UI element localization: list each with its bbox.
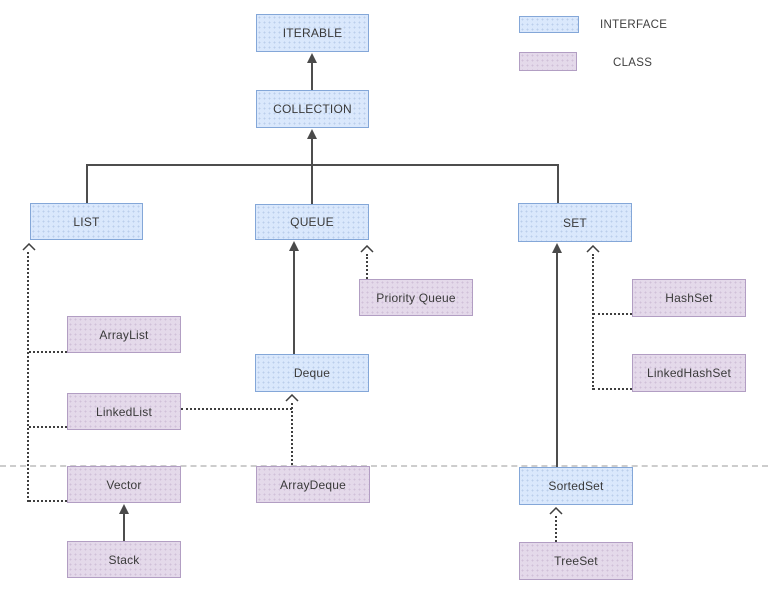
edge-stack-vector (123, 512, 125, 541)
arrowhead-deque-queue (289, 241, 299, 251)
node-deque: Deque (255, 354, 369, 392)
legend-interface-swatch (519, 16, 579, 33)
edge-set-trunk-dotted (592, 254, 594, 390)
open-arrowhead-set (586, 245, 600, 253)
legend-interface-label: INTERFACE (600, 19, 668, 31)
node-iterable: ITERABLE (256, 14, 369, 52)
edge-hashset-set-dotted (593, 313, 632, 315)
edge-list-drop (86, 164, 88, 203)
node-collection: COLLECTION (256, 90, 369, 128)
arrowhead-queue-collection (307, 129, 317, 139)
edge-tree-horizontal (87, 164, 558, 166)
arrowhead-stack-vector (119, 504, 129, 514)
open-arrowhead-deque (285, 394, 299, 402)
open-arrowhead-sortedset (549, 507, 563, 515)
edge-deque-queue (293, 249, 295, 354)
node-set: SET (518, 203, 632, 242)
page-divider-line (0, 465, 768, 467)
edge-linkedlist-list-dotted (29, 426, 67, 428)
node-hashset: HashSet (632, 279, 746, 317)
edge-linkedhashset-set-dotted (593, 388, 632, 390)
node-queue: QUEUE (255, 204, 369, 240)
edge-treeset-sortedset-dotted (555, 516, 557, 542)
node-arraylist: ArrayList (67, 316, 181, 353)
node-arraydeque: ArrayDeque (256, 466, 370, 503)
node-priorityqueue: Priority Queue (359, 279, 473, 316)
node-list: LIST (30, 203, 143, 240)
arrowhead-sortedset-set (552, 243, 562, 253)
edge-list-trunk-dotted (27, 252, 29, 502)
edge-priorityqueue-queue-dotted (366, 254, 368, 279)
node-treeset: TreeSet (519, 542, 633, 580)
edge-collection-iterable (311, 61, 313, 90)
edge-arraydeque-deque-dotted (291, 403, 293, 465)
edge-queue-collection (311, 137, 313, 204)
edge-linkedlist-deque-dotted (181, 408, 292, 410)
edge-sortedset-set (556, 251, 558, 467)
edge-arraylist-list-dotted (29, 351, 67, 353)
edge-set-drop (557, 164, 559, 203)
edge-vector-list-dotted (29, 500, 67, 502)
node-sortedset: SortedSet (519, 467, 633, 505)
node-linkedlist: LinkedList (67, 393, 181, 430)
legend-class-label: CLASS (613, 57, 653, 69)
open-arrowhead-list (22, 243, 36, 251)
node-vector: Vector (67, 466, 181, 503)
node-stack: Stack (67, 541, 181, 578)
open-arrowhead-queue (360, 245, 374, 253)
arrowhead-collection-iterable (307, 53, 317, 63)
legend-class-swatch (519, 52, 577, 71)
node-linkedhashset: LinkedHashSet (632, 354, 746, 392)
